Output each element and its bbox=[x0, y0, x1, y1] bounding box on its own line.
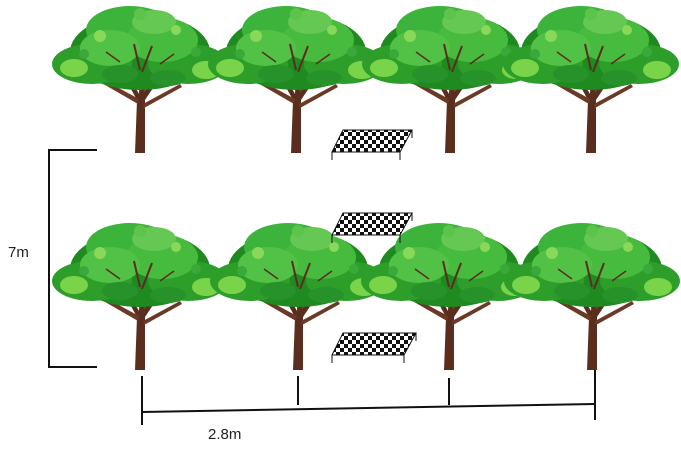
tree-spacing-dimension bbox=[141, 370, 596, 425]
tree bbox=[51, 222, 229, 371]
checkerboard-target bbox=[331, 332, 417, 363]
row-spacing-label: 7m bbox=[8, 244, 29, 261]
tree-spacing-label: 2.8m bbox=[208, 426, 242, 443]
tree bbox=[503, 222, 681, 371]
tree bbox=[51, 5, 229, 154]
checkerboard-target bbox=[331, 212, 413, 243]
row-spacing-bracket bbox=[48, 149, 97, 368]
tree bbox=[502, 5, 680, 154]
checkerboard-target bbox=[331, 129, 413, 160]
